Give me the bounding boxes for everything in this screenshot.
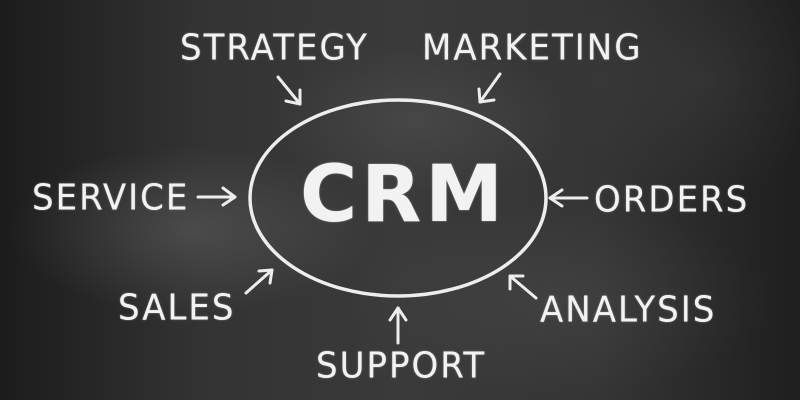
node-analysis: ANALYSIS [540,289,717,331]
crm-ellipse [248,98,548,298]
node-orders: ORDERS [594,179,750,221]
node-sales: SALES [118,287,236,329]
crm-center-label: CRM [300,150,507,240]
arrow-service-icon [196,186,237,207]
arrow-sales-icon [244,268,274,295]
arrow-orders-icon [548,188,589,208]
node-strategy: STRATEGY [180,27,369,69]
arrow-marketing-icon [477,72,502,104]
node-service: SERVICE [32,177,190,219]
arrow-analysis-icon [508,274,538,300]
arrow-support-icon [388,306,408,345]
node-marketing: MARKETING [422,27,643,69]
node-support: SUPPORT [316,345,487,387]
arrow-strategy-icon [276,75,302,106]
